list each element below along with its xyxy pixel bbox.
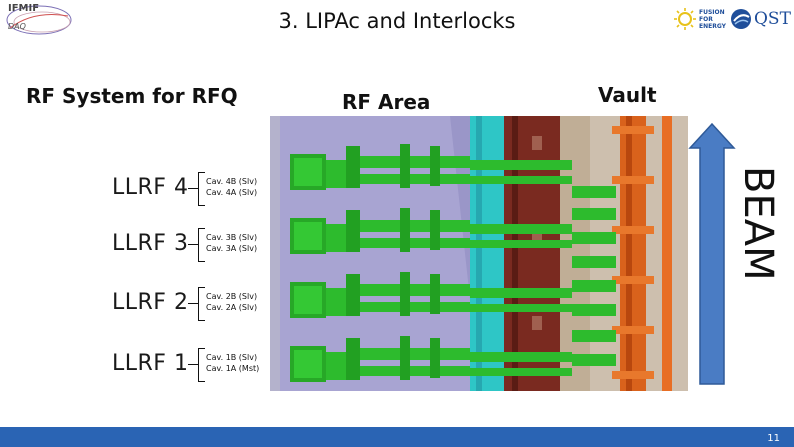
qst-logo: QST [730,6,791,32]
beam-label: BEAM [735,166,781,281]
llrf-label: LLRF 1 [112,351,189,376]
f4e-word-3: ENERGY [699,23,726,30]
ifmif-logo: IFMIF DAQ [4,2,74,38]
llrf-row: LLRF 1 Cav. 1B (Slv) Cav. 1A (Mst) [0,343,270,383]
cavity-a-label: Cav. 3A (Slv) [206,244,258,253]
ifmif-logo-text: IFMIF [8,3,40,14]
f4e-word-1: FUSION [699,9,725,16]
cavity-b-label: Cav. 2B (Slv) [206,292,258,301]
llrf-row: LLRF 3 Cav. 3B (Slv) Cav. 3A (Slv) [0,223,270,263]
beam-arrow [688,122,736,386]
cavity-bracket [198,172,205,206]
vault-heading: Vault [598,83,657,107]
cavity-a-label: Cav. 1A (Mst) [206,364,260,373]
cavity-bracket [198,287,205,321]
cavity-a-label: Cav. 2A (Slv) [206,303,258,312]
ifmif-logo-subtext: DAQ [8,22,26,31]
rf-area-heading: RF Area [342,90,431,114]
cavity-b-label: Cav. 1B (Slv) [206,353,258,362]
rf-system-heading: RF System for RFQ [26,84,238,108]
sun-icon [674,8,696,30]
fusion-for-energy-logo: FUSION FOR ENERGY [674,6,728,34]
llrf-label: LLRF 2 [112,290,189,315]
cavity-b-label: Cav. 3B (Slv) [206,233,258,242]
footer-bar [0,427,794,447]
llrf-label: LLRF 3 [112,231,189,256]
f4e-word-2: FOR [699,16,713,23]
rf-system-cad-image [270,116,688,391]
qst-globe-icon [731,9,751,29]
qst-logo-text: QST [754,9,791,29]
cavity-bracket [198,348,205,382]
cavity-a-label: Cav. 4A (Slv) [206,188,258,197]
page-number: 11 [767,433,780,444]
cavity-bracket [198,228,205,262]
llrf-row: LLRF 4 Cav. 4B (Slv) Cav. 4A (Slv) [0,167,270,207]
cavity-b-label: Cav. 4B (Slv) [206,177,258,186]
llrf-label: LLRF 4 [112,175,189,200]
slide-title: 3. LIPAc and Interlocks [278,9,516,33]
llrf-row: LLRF 2 Cav. 2B (Slv) Cav. 2A (Slv) [0,282,270,322]
